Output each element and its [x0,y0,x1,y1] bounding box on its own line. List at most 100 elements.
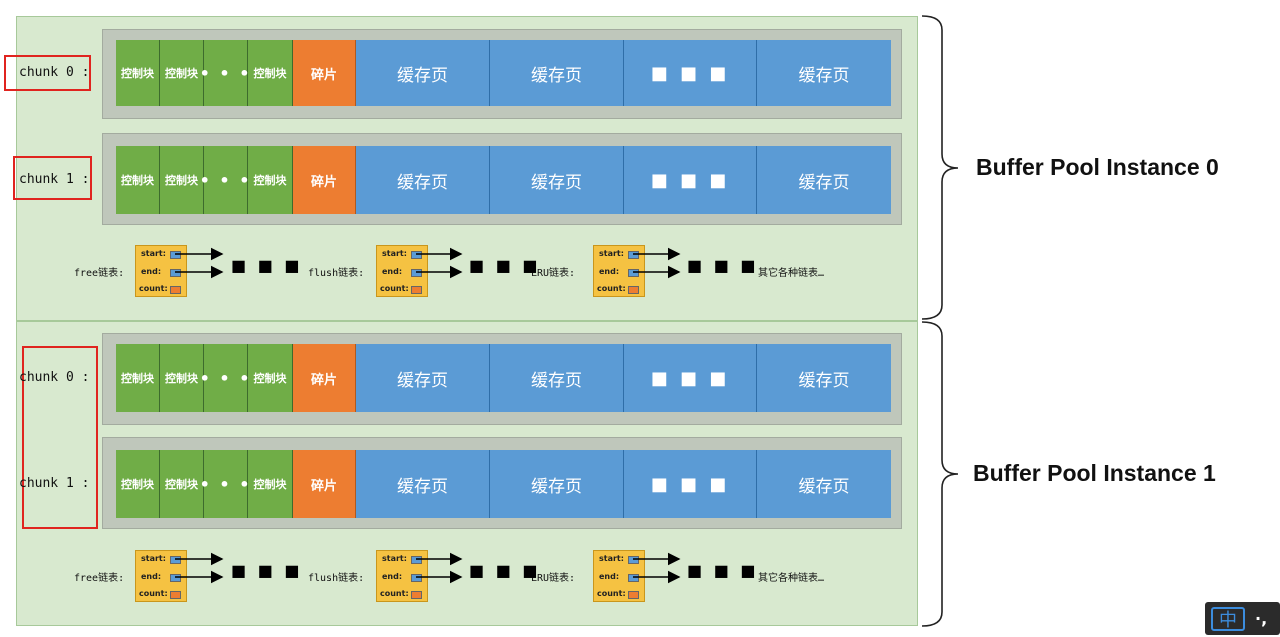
start-field: start: [599,554,624,563]
end-pointer [170,574,181,582]
end-field: end: [599,572,620,581]
control-block-ellipsis: • • • [200,40,249,106]
count-field: count: [597,589,626,598]
chunk-label-highlight [13,156,92,200]
brace-instance-1 [921,321,959,627]
chunk-cells: 控制块 控制块 • • • 控制块 碎片 缓存页 缓存页 ■ ■ ■ 缓存页 [116,146,891,214]
control-block: 控制块 [116,344,160,412]
start-pointer [411,556,422,564]
chunk-cells: 控制块 控制块 • • • 控制块 碎片 缓存页 缓存页 ■ ■ ■ 缓存页 [116,450,891,518]
count-value [170,591,181,599]
cache-page-ellipsis: ■ ■ ■ [624,344,757,412]
end-pointer [628,574,639,582]
start-field: start: [382,554,407,563]
chunk-label: chunk 0 : [19,65,90,80]
cache-page: 缓存页 [490,344,624,412]
control-block-ellipsis: • • • [200,146,249,214]
cache-page-ellipsis: ■ ■ ■ [624,146,757,214]
control-block: 控制块 [248,450,293,518]
start-pointer [411,251,422,259]
count-value [170,286,181,294]
control-block: 控制块 [248,40,293,106]
end-field: end: [599,267,620,276]
count-value [411,591,422,599]
control-block-ellipsis: • • • [200,344,249,412]
cache-page: 缓存页 [356,40,490,106]
instance-label: Buffer Pool Instance 0 [976,154,1219,180]
cache-page: 缓存页 [356,450,490,518]
ime-punct-icon[interactable]: ·, [1255,609,1268,628]
count-field: count: [380,589,409,598]
cache-page-ellipsis: ■ ■ ■ [624,40,757,106]
ime-mode-icon[interactable]: 中 [1211,606,1245,631]
end-pointer [170,269,181,277]
start-pointer [170,556,181,564]
chunk-label-highlight [4,55,91,91]
list-ellipsis: ■ ■ ■ [469,561,541,580]
free-list-label: free链表: [74,268,125,279]
count-value [628,286,639,294]
other-lists-label: 其它各种链表… [758,573,825,584]
chunk-label: chunk 1 : [19,476,90,491]
cache-page: 缓存页 [757,450,891,518]
ime-indicator[interactable]: 中 ·, [1205,602,1280,635]
start-pointer [628,251,639,259]
cache-page: 缓存页 [757,146,891,214]
fragment-cell: 碎片 [293,344,356,412]
list-base-node: start: end: count: [376,245,428,297]
cache-page: 缓存页 [757,344,891,412]
start-pointer [170,251,181,259]
control-block: 控制块 [116,450,160,518]
start-field: start: [141,249,166,258]
chunk-cells: 控制块 控制块 • • • 控制块 碎片 缓存页 缓存页 ■ ■ ■ 缓存页 [116,40,891,106]
cache-page: 缓存页 [490,146,624,214]
list-ellipsis: ■ ■ ■ [687,561,759,580]
cache-page: 缓存页 [757,40,891,106]
brace-instance-0 [921,15,959,320]
control-block: 控制块 [248,146,293,214]
control-block: 控制块 [116,40,160,106]
start-field: start: [382,249,407,258]
cache-page: 缓存页 [490,450,624,518]
fragment-cell: 碎片 [293,450,356,518]
control-block: 控制块 [160,450,204,518]
cache-page-ellipsis: ■ ■ ■ [624,450,757,518]
list-base-node: start: end: count: [376,550,428,602]
count-field: count: [139,284,168,293]
chunk-label-highlight [22,346,98,529]
count-value [411,286,422,294]
count-field: count: [380,284,409,293]
end-field: end: [141,267,162,276]
list-ellipsis: ■ ■ ■ [687,256,759,275]
flush-list-label: flush链表: [308,268,365,279]
cache-page: 缓存页 [490,40,624,106]
control-block: 控制块 [160,344,204,412]
chunk-cells: 控制块 控制块 • • • 控制块 碎片 缓存页 缓存页 ■ ■ ■ 缓存页 [116,344,891,412]
start-field: start: [141,554,166,563]
other-lists-label: 其它各种链表… [758,268,825,279]
cache-page: 缓存页 [356,344,490,412]
list-ellipsis: ■ ■ ■ [231,256,303,275]
chunk-label: chunk 1 : [19,172,90,187]
instance-label: Buffer Pool Instance 1 [973,460,1216,486]
list-ellipsis: ■ ■ ■ [469,256,541,275]
control-block: 控制块 [248,344,293,412]
lru-list-label: LRU链表: [531,573,576,584]
free-list-label: free链表: [74,573,125,584]
count-field: count: [139,589,168,598]
control-block: 控制块 [160,40,204,106]
end-field: end: [141,572,162,581]
end-pointer [628,269,639,277]
end-pointer [411,269,422,277]
list-ellipsis: ■ ■ ■ [231,561,303,580]
lru-list-label: LRU链表: [531,268,576,279]
control-block: 控制块 [116,146,160,214]
fragment-cell: 碎片 [293,146,356,214]
count-field: count: [597,284,626,293]
start-field: start: [599,249,624,258]
end-pointer [411,574,422,582]
start-pointer [628,556,639,564]
end-field: end: [382,267,403,276]
fragment-cell: 碎片 [293,40,356,106]
